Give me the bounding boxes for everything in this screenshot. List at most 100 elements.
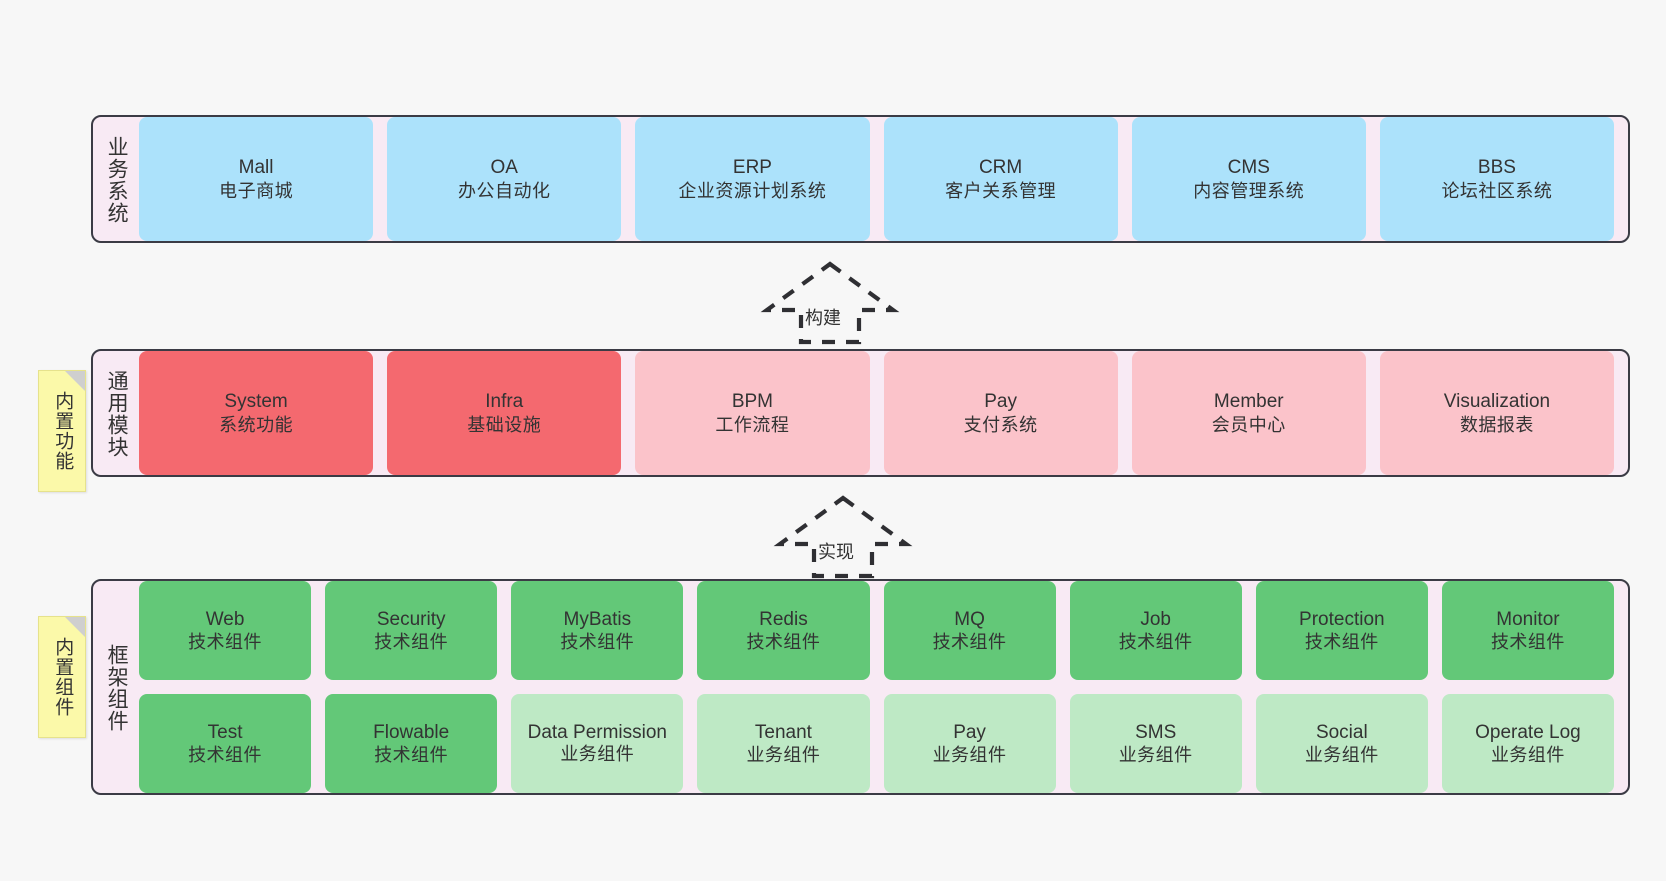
node-erp[interactable]: ERP 企业资源计划系统 xyxy=(635,117,870,241)
node-row: Mall 电子商城 OA 办公自动化 ERP 企业资源计划系统 CRM 客户关系… xyxy=(139,117,1615,241)
note-label: 内置功能 xyxy=(52,391,74,471)
arrow-build-shape xyxy=(760,261,900,345)
arrow-implement-label: 实现 xyxy=(818,542,854,562)
node-title: CMS xyxy=(1227,157,1270,179)
node-system[interactable]: System 系统功能 xyxy=(139,351,374,475)
node-subtitle: 技术组件 xyxy=(1490,632,1565,653)
node-bpm[interactable]: BPM 工作流程 xyxy=(635,351,870,475)
node-title: BBS xyxy=(1477,157,1516,179)
node-infra[interactable]: Infra 基础设施 xyxy=(387,351,622,475)
node-title: Pay xyxy=(984,391,1017,413)
node-title: Data Permission xyxy=(527,721,667,743)
arrow-build: 构建 xyxy=(755,258,905,346)
node-title: Visualization xyxy=(1443,391,1551,413)
layer-body-common-module: System 系统功能 Infra 基础设施 BPM 工作流程 Pay 支付系统… xyxy=(139,351,1628,475)
node-title: Job xyxy=(1140,608,1171,630)
node-social[interactable]: Social 业务组件 xyxy=(1255,694,1428,793)
node-subtitle: 会员中心 xyxy=(1211,414,1286,435)
node-mall[interactable]: Mall 电子商城 xyxy=(139,117,374,241)
node-subtitle: 系统功能 xyxy=(219,414,294,435)
node-pay-business[interactable]: Pay 业务组件 xyxy=(883,694,1056,793)
arrow-build-label: 构建 xyxy=(805,308,841,328)
node-crm[interactable]: CRM 客户关系管理 xyxy=(883,117,1118,241)
node-row: System 系统功能 Infra 基础设施 BPM 工作流程 Pay 支付系统… xyxy=(139,351,1615,475)
node-subtitle: 技术组件 xyxy=(746,632,821,653)
node-sms[interactable]: SMS 业务组件 xyxy=(1069,694,1242,793)
node-mq[interactable]: MQ 技术组件 xyxy=(883,581,1056,680)
node-title: Web xyxy=(205,608,245,630)
node-title: MyBatis xyxy=(563,608,632,630)
node-data-permission[interactable]: Data Permission 业务组件 xyxy=(511,694,684,793)
node-title: Operate Log xyxy=(1475,721,1581,743)
node-oa[interactable]: OA 办公自动化 xyxy=(387,117,622,241)
node-title: Flowable xyxy=(373,721,450,743)
node-subtitle: 论坛社区系统 xyxy=(1441,180,1553,201)
node-visualization[interactable]: Visualization 数据报表 xyxy=(1379,351,1615,475)
node-web[interactable]: Web 技术组件 xyxy=(139,581,312,680)
node-row: Web 技术组件 Security 技术组件 MyBatis 技术组件 Redi… xyxy=(139,581,1614,680)
node-subtitle: 企业资源计划系统 xyxy=(678,180,827,201)
node-operate-log[interactable]: Operate Log 业务组件 xyxy=(1441,694,1614,793)
node-title: CRM xyxy=(978,157,1023,179)
node-subtitle: 办公自动化 xyxy=(458,180,551,201)
layer-framework-component: 框架组件 Web 技术组件 Security 技术组件 MyBatis 技术组件… xyxy=(91,579,1630,795)
node-subtitle: 内容管理系统 xyxy=(1193,180,1305,201)
node-title: BPM xyxy=(731,391,774,413)
node-title: Mall xyxy=(238,157,274,179)
node-subtitle: 业务组件 xyxy=(560,744,635,765)
node-subtitle: 技术组件 xyxy=(560,632,635,653)
node-title: OA xyxy=(490,157,518,179)
node-subtitle: 工作流程 xyxy=(715,414,790,435)
layer-common-module: 通用模块 System 系统功能 Infra 基础设施 BPM 工作流程 Pay… xyxy=(91,349,1630,477)
node-flowable[interactable]: Flowable 技术组件 xyxy=(325,694,498,793)
node-monitor[interactable]: Monitor 技术组件 xyxy=(1441,581,1614,680)
node-tenant[interactable]: Tenant 业务组件 xyxy=(697,694,870,793)
note-fold-corner-icon xyxy=(65,371,85,391)
node-subtitle: 电子商城 xyxy=(219,180,294,201)
node-security[interactable]: Security 技术组件 xyxy=(325,581,498,680)
arrow-implement-shape xyxy=(773,495,913,579)
node-subtitle: 技术组件 xyxy=(374,745,449,766)
node-job[interactable]: Job 技术组件 xyxy=(1069,581,1242,680)
node-subtitle: 技术组件 xyxy=(188,745,263,766)
node-subtitle: 技术组件 xyxy=(374,632,449,653)
node-redis[interactable]: Redis 技术组件 xyxy=(697,581,870,680)
node-subtitle: 技术组件 xyxy=(1118,632,1193,653)
node-cms[interactable]: CMS 内容管理系统 xyxy=(1131,117,1366,241)
node-subtitle: 业务组件 xyxy=(1118,745,1193,766)
node-title: Member xyxy=(1213,391,1284,413)
note-label: 内置组件 xyxy=(52,637,74,717)
node-subtitle: 业务组件 xyxy=(932,745,1007,766)
layer-title-common-module: 通用模块 xyxy=(105,370,129,458)
node-title: MQ xyxy=(954,608,985,630)
node-mybatis[interactable]: MyBatis 技术组件 xyxy=(511,581,684,680)
node-title: Test xyxy=(207,721,243,743)
node-subtitle: 技术组件 xyxy=(1304,632,1379,653)
node-protection[interactable]: Protection 技术组件 xyxy=(1255,581,1428,680)
node-subtitle: 支付系统 xyxy=(963,414,1038,435)
node-title: Security xyxy=(376,608,446,630)
note-fold-corner-icon xyxy=(65,617,85,637)
node-pay[interactable]: Pay 支付系统 xyxy=(883,351,1118,475)
node-title: ERP xyxy=(732,157,772,179)
node-subtitle: 业务组件 xyxy=(1490,745,1565,766)
node-subtitle: 业务组件 xyxy=(1304,745,1379,766)
node-title: Infra xyxy=(485,391,524,413)
node-title: Tenant xyxy=(754,721,812,743)
node-subtitle: 数据报表 xyxy=(1459,414,1534,435)
node-bbs[interactable]: BBS 论坛社区系统 xyxy=(1379,117,1615,241)
layer-body-framework-component: Web 技术组件 Security 技术组件 MyBatis 技术组件 Redi… xyxy=(139,581,1628,793)
node-title: Redis xyxy=(759,608,808,630)
node-subtitle: 技术组件 xyxy=(932,632,1007,653)
layer-title-business-system: 业务系统 xyxy=(105,136,129,224)
node-member[interactable]: Member 会员中心 xyxy=(1131,351,1366,475)
note-builtin-component: 内置组件 xyxy=(38,616,86,738)
node-test[interactable]: Test 技术组件 xyxy=(139,694,312,793)
node-title: Social xyxy=(1315,721,1368,743)
node-subtitle: 业务组件 xyxy=(746,745,821,766)
node-title: System xyxy=(224,391,288,413)
node-title: Pay xyxy=(953,721,986,743)
node-subtitle: 技术组件 xyxy=(188,632,263,653)
node-subtitle: 基础设施 xyxy=(467,414,542,435)
